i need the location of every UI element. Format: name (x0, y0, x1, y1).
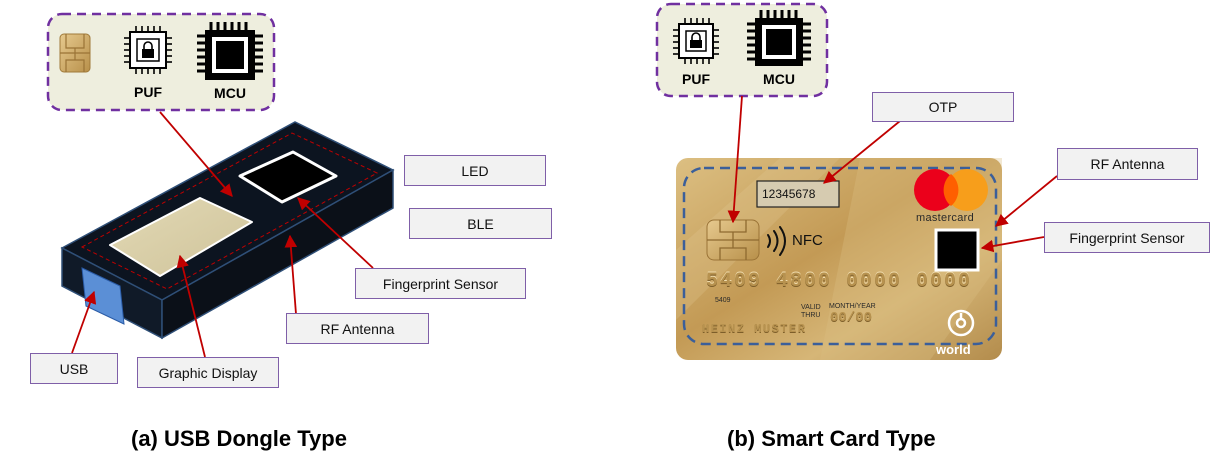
month-year-text: MONTH/YEAR (829, 303, 876, 310)
card-holder: HEINZ MUSTER (702, 322, 807, 336)
label-fingerprint-sensor-a: Fingerprint Sensor (355, 268, 526, 299)
world-logo-icon (947, 309, 975, 337)
label-ble: BLE (409, 208, 552, 239)
puf-chip-icon (124, 26, 172, 74)
label-rf-antenna-b: RF Antenna (1057, 148, 1198, 180)
mcu-label-a: MCU (214, 85, 246, 101)
caption-a: (a) USB Dongle Type (131, 426, 347, 451)
label-led: LED (404, 155, 546, 186)
mcu-label-b: MCU (763, 71, 795, 87)
puf-chip-icon (673, 18, 719, 64)
label-graphic-display: Graphic Display (137, 357, 279, 388)
otp-code: 12345678 (762, 187, 816, 201)
otp-display (756, 180, 840, 208)
emv-chip-icon (706, 219, 760, 261)
valid-thru-text: VALID THRU (801, 304, 821, 319)
card-expiry: 00/00 (830, 310, 873, 326)
label-fingerprint-sensor-b: Fingerprint Sensor (1044, 222, 1210, 253)
arrows-b (727, 95, 1058, 253)
arrows-a (71, 111, 374, 358)
puf-label-a: PUF (134, 84, 162, 100)
world-text: world (936, 342, 971, 357)
label-otp: OTP (872, 92, 1014, 122)
card-number: 5409 4800 0000 0000 (706, 270, 973, 293)
mcu-chip-icon (747, 10, 811, 66)
label-rf-antenna-a: RF Antenna (286, 313, 429, 344)
mastercard-text: mastercard (916, 212, 975, 224)
graphic-display (109, 197, 253, 277)
card-fingerprint-sensor (934, 228, 980, 272)
sim-chip-icon (59, 33, 91, 73)
card-small-number: 5409 (715, 297, 731, 304)
dongle-fingerprint-sensor (238, 150, 338, 204)
usb-dongle-device (60, 121, 395, 340)
label-usb: USB (30, 353, 118, 384)
nfc-text: NFC (792, 232, 823, 249)
smart-card (676, 158, 1002, 360)
caption-b: (b) Smart Card Type (727, 426, 936, 451)
card-antenna-outline (682, 166, 998, 346)
mcu-chip-icon (197, 22, 263, 80)
puf-label-b: PUF (682, 71, 710, 87)
mastercard-logo-icon (914, 169, 988, 211)
nfc-icon (767, 226, 786, 256)
